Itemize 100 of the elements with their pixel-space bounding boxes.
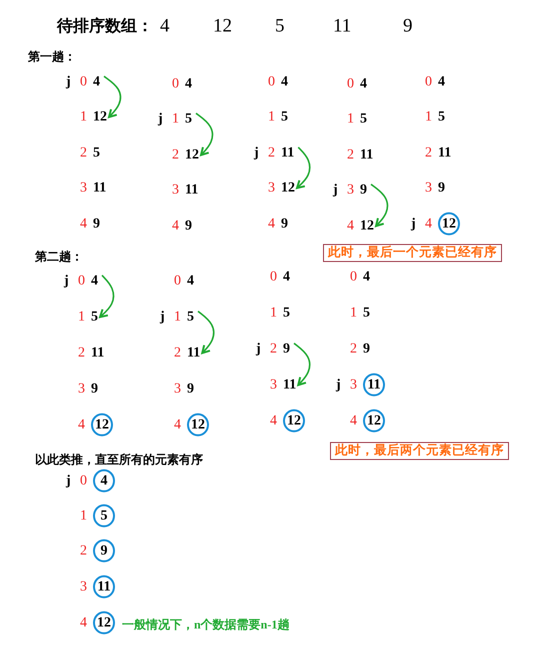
array-value: 4 <box>281 74 288 90</box>
heading: 待排序数组： <box>57 18 153 36</box>
index-number: 3 <box>268 180 275 196</box>
index-number: 1 <box>174 309 181 325</box>
swap-arrow <box>294 342 310 386</box>
pointer-label: j <box>66 473 71 489</box>
array-value: 9 <box>91 381 98 397</box>
note-text: 一般情况下，n个数据需要n-1趟 <box>122 618 290 632</box>
index-number: 4 <box>425 216 432 232</box>
index-number: 4 <box>268 216 275 232</box>
circled-value: 11 <box>363 373 385 397</box>
index-number: 1 <box>270 305 277 321</box>
index-number: 1 <box>425 109 432 125</box>
index-number: 3 <box>347 182 354 198</box>
circled-value: 4 <box>93 469 115 493</box>
array-value: 9 <box>403 16 412 38</box>
index-number: 1 <box>172 111 179 127</box>
index-number: 3 <box>172 182 179 198</box>
index-number: 4 <box>350 413 357 429</box>
array-value: 4 <box>438 74 445 90</box>
circled-value: 12 <box>187 413 209 437</box>
array-value: 5 <box>93 145 100 161</box>
index-number: 0 <box>270 269 277 285</box>
array-value: 4 <box>93 74 100 90</box>
array-value: 9 <box>363 341 370 357</box>
index-number: 3 <box>425 180 432 196</box>
index-number: 3 <box>80 579 87 595</box>
index-number: 3 <box>174 381 181 397</box>
index-number: 4 <box>270 413 277 429</box>
array-value: 4 <box>185 76 192 92</box>
index-number: 0 <box>78 273 85 289</box>
pointer-label: j <box>411 216 416 232</box>
index-number: 2 <box>80 543 87 559</box>
index-number: 2 <box>268 145 275 161</box>
array-value: 5 <box>283 305 290 321</box>
pointer-label: j <box>336 377 341 393</box>
array-value: 11 <box>93 180 106 196</box>
circled-value: 12 <box>283 409 305 433</box>
array-value: 12 <box>213 16 232 38</box>
circled-value: 11 <box>93 575 115 599</box>
pointer-label: j <box>160 309 165 325</box>
index-number: 3 <box>78 381 85 397</box>
index-number: 0 <box>174 273 181 289</box>
index-number: 1 <box>268 109 275 125</box>
array-value: 9 <box>187 381 194 397</box>
callout-box: 此时，最后一个元素已经有序 <box>323 244 502 262</box>
array-value: 5 <box>363 305 370 321</box>
pass-heading: 第一趟： <box>28 50 76 64</box>
index-number: 0 <box>80 74 87 90</box>
index-number: 0 <box>80 473 87 489</box>
index-number: 3 <box>270 377 277 393</box>
array-value: 5 <box>360 111 367 127</box>
index-number: 2 <box>347 147 354 163</box>
array-value: 4 <box>283 269 290 285</box>
pass-heading: 以此类推，直至所有的元素有序 <box>35 453 203 467</box>
array-value: 11 <box>281 145 294 161</box>
index-number: 0 <box>172 76 179 92</box>
index-number: 1 <box>350 305 357 321</box>
swap-arrow <box>104 76 122 118</box>
pointer-label: j <box>333 182 338 198</box>
array-value: 5 <box>187 309 194 325</box>
circled-value: 5 <box>93 504 115 528</box>
array-value: 4 <box>187 273 194 289</box>
index-number: 4 <box>347 218 354 234</box>
pass-heading: 第二趟： <box>35 250 83 264</box>
swap-arrow <box>196 112 214 156</box>
array-value: 11 <box>187 345 200 361</box>
index-number: 0 <box>350 269 357 285</box>
array-value: 4 <box>363 269 370 285</box>
index-number: 2 <box>270 341 277 357</box>
pointer-label: j <box>66 74 71 90</box>
index-number: 2 <box>172 147 179 163</box>
array-value: 9 <box>283 341 290 357</box>
index-number: 4 <box>78 417 85 433</box>
array-value: 5 <box>438 109 445 125</box>
array-value: 9 <box>93 216 100 232</box>
index-number: 0 <box>347 76 354 92</box>
swap-arrow <box>370 184 388 227</box>
index-number: 4 <box>80 615 87 631</box>
index-number: 3 <box>80 180 87 196</box>
array-value: 9 <box>360 182 367 198</box>
index-number: 1 <box>78 309 85 325</box>
index-number: 2 <box>350 341 357 357</box>
array-value: 5 <box>275 16 284 38</box>
swap-arrow <box>198 310 214 354</box>
swap-arrow <box>296 146 310 189</box>
array-value: 11 <box>333 16 352 38</box>
array-value: 12 <box>360 218 374 234</box>
array-value: 5 <box>185 111 192 127</box>
array-value: 12 <box>185 147 199 163</box>
index-number: 2 <box>78 345 85 361</box>
index-number: 4 <box>172 218 179 234</box>
array-value: 11 <box>438 145 452 161</box>
index-number: 1 <box>347 111 354 127</box>
circled-value: 12 <box>363 409 385 433</box>
array-value: 4 <box>91 273 98 289</box>
index-number: 4 <box>80 216 87 232</box>
index-number: 2 <box>174 345 181 361</box>
array-value: 4 <box>160 16 170 38</box>
array-value: 11 <box>91 345 104 361</box>
